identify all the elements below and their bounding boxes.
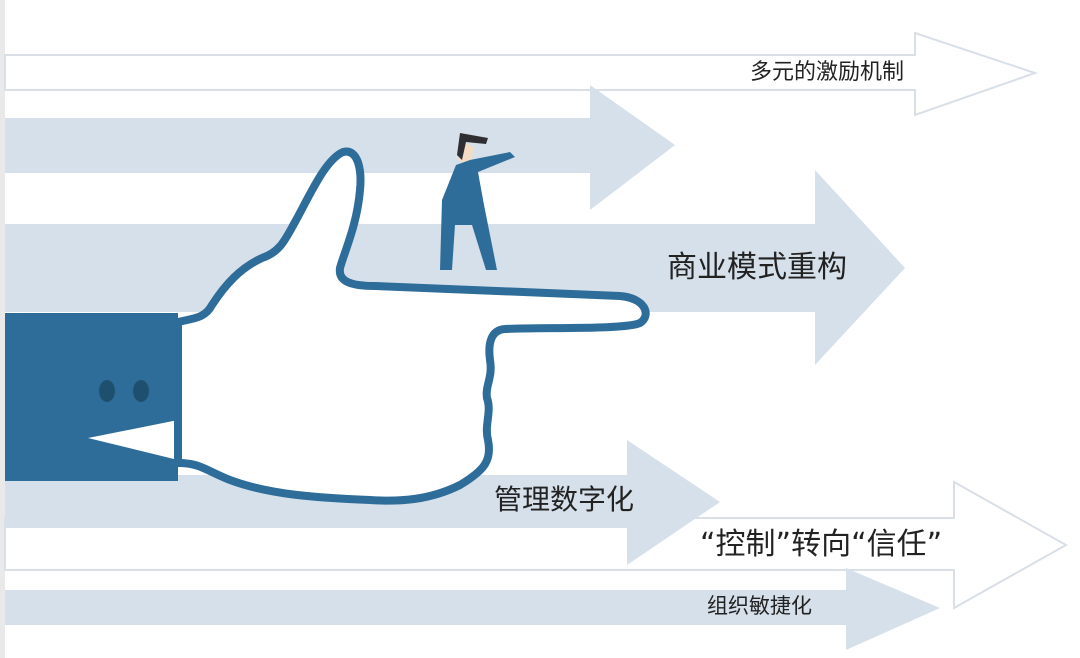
label-incentive: 多元的激励机制 [750,60,905,85]
sleeve-cuff [5,313,178,481]
label-control-to-trust: “控制”转向“信任” [700,527,943,562]
label-org-agility: 组织敏捷化 [707,594,812,618]
button-icon [133,380,149,402]
label-digital-management: 管理数字化 [494,483,635,516]
label-business-model: 商业模式重构 [667,250,847,285]
arrow-control-to-trust [4,480,1069,610]
button-icon [99,380,115,402]
arrow-org-agility [5,568,940,650]
arrow-business-model [5,170,905,365]
person-figure [440,133,515,270]
left-edge-strip [0,0,5,658]
arrow-unlabeled [5,85,675,210]
pointing-hand [174,147,650,505]
arrow-incentive [4,31,1039,117]
